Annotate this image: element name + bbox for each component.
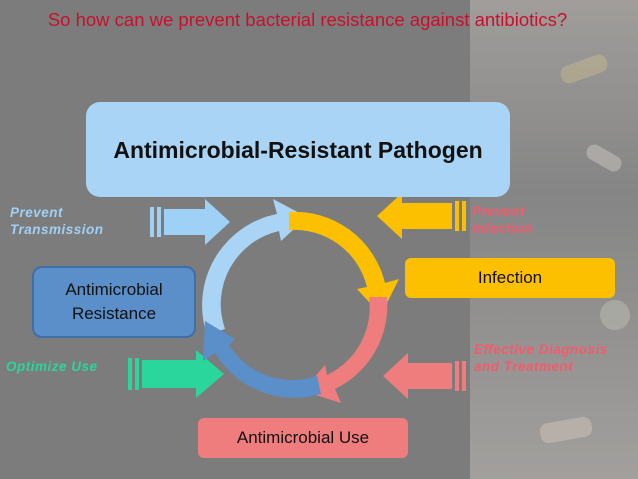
label-optimize-use: Optimize Use xyxy=(6,359,98,374)
cycle-segment-pathogen-to-infection xyxy=(289,211,399,315)
label-prevent-transmission: Prevent Transmission xyxy=(10,205,104,237)
node-antimicrobial-resistance: Antimicrobial Resistance xyxy=(32,266,196,338)
node-antimicrobial-use: Antimicrobial Use xyxy=(198,418,408,458)
effective-diagnosis-arrow xyxy=(383,353,466,399)
prevent-transmission-arrow xyxy=(150,199,230,245)
prevent-infection-arrow xyxy=(377,193,466,239)
cycle-segment-resistance-to-pathogen xyxy=(202,199,307,335)
node-infection: Infection xyxy=(405,258,615,298)
label-effective-diagnosis: Effective Diagnosis and Treatment xyxy=(474,342,608,374)
label-prevent-infection: Prevent Infection xyxy=(472,204,533,236)
cycle-segment-use-to-resistance xyxy=(203,321,321,398)
pill-decoration xyxy=(600,300,630,330)
optimize-use-arrow xyxy=(128,350,224,398)
cycle-segment-infection-to-use xyxy=(303,297,388,403)
slide-title: So how can we prevent bacterial resistan… xyxy=(47,9,568,30)
pill-photo-background xyxy=(470,0,638,479)
cycle-ring xyxy=(202,199,399,403)
node-antimicrobial-resistant-pathogen: Antimicrobial-Resistant Pathogen xyxy=(86,102,510,197)
